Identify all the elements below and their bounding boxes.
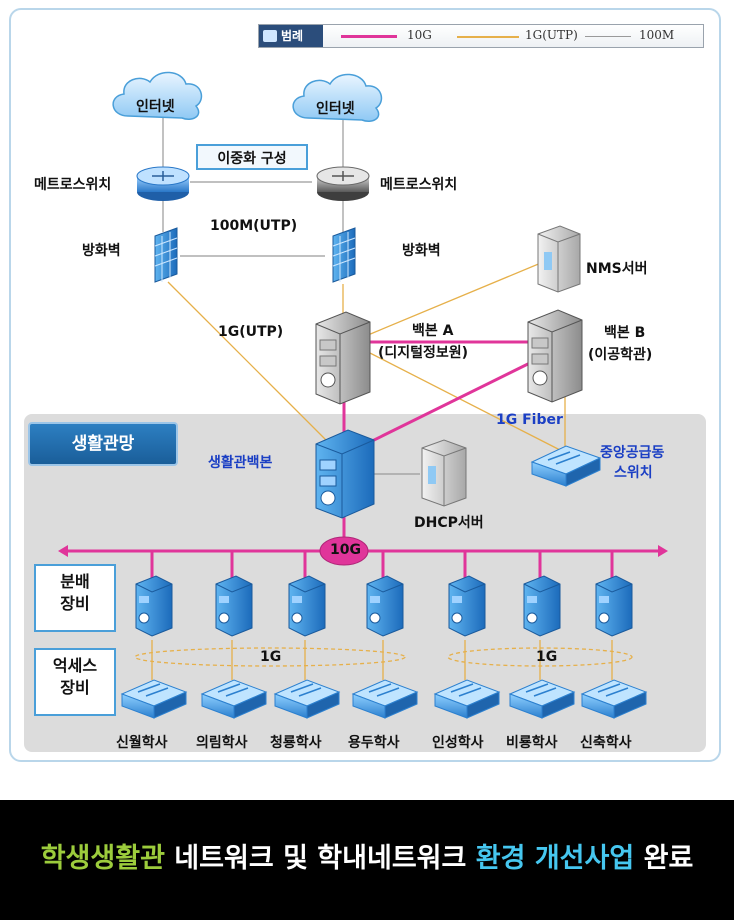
internet-cloud-left <box>112 71 203 120</box>
internet-left-label: 인터넷 <box>136 99 175 115</box>
dorm-label-1: 신월학사 <box>116 735 168 751</box>
links-100m <box>162 110 420 475</box>
banner-part-3: 환경 개선사업 <box>475 843 635 874</box>
internet-right-label: 인터넷 <box>316 101 355 117</box>
legend-icon <box>263 30 277 42</box>
campus-backbone-label: 생활관백본 <box>208 455 273 471</box>
banner-caption: 학생생활관 네트워크 및 학내네트워크 환경 개선사업 완료 <box>0 836 734 875</box>
access-switch-6 <box>508 679 576 719</box>
bus-left-arrow <box>58 545 68 557</box>
distribution-device-1 <box>135 575 173 637</box>
metro-switch-left-label: 메트로스위치 <box>34 177 112 193</box>
metro-switch-left-icon <box>136 166 190 201</box>
backbone-a-sublabel: (디지털정보원) <box>378 345 469 361</box>
access-switch-2 <box>200 679 268 719</box>
dhcp-server-icon <box>421 439 467 507</box>
firewall-left-label: 방화벽 <box>82 243 121 259</box>
distribution-device-7 <box>595 575 633 637</box>
access-switch-7 <box>580 679 648 719</box>
distribution-devices <box>135 575 633 637</box>
banner-part-1: 학생생활관 <box>40 843 165 874</box>
access-switch-4 <box>351 679 419 719</box>
access-switch-5 <box>433 679 501 719</box>
nms-server-label: NMS서버 <box>586 261 648 277</box>
bottom-banner <box>0 800 734 920</box>
banner-part-4: 완료 <box>634 843 694 874</box>
metro-switch-right-label: 메트로스위치 <box>380 177 458 193</box>
distribution-label-line1: 분배 <box>60 572 90 591</box>
legend: 범례 10G 1G(UTP) 100M <box>258 24 704 48</box>
legend-line-1g <box>457 36 519 38</box>
central-switch-label: 중앙공급동 <box>600 445 665 461</box>
campus-network-title: 생활관망 <box>28 422 178 466</box>
distribution-label-line2: 장비 <box>60 594 90 613</box>
campus-backbone-icon <box>315 429 375 519</box>
internet-cloud-right <box>292 73 383 122</box>
link-100m-label: 100M(UTP) <box>210 218 298 234</box>
backbone-b-sublabel: (이공학관) <box>588 347 653 363</box>
network-diagram <box>24 71 706 752</box>
access-label-line1: 억세스 <box>52 656 98 675</box>
backbone-a-icon <box>315 311 371 405</box>
dorm-label-5: 인성학사 <box>432 735 484 751</box>
distribution-device-2 <box>215 575 253 637</box>
campus-network-area <box>24 414 706 752</box>
legend-label-10g: 10G <box>407 28 432 42</box>
backbone-b-label: 백본 B <box>604 325 646 341</box>
firewall-left-icon <box>154 227 178 283</box>
firewall-right-icon <box>332 227 356 283</box>
central-switch-sublabel: 스위치 <box>614 465 653 481</box>
legend-line-10g <box>341 35 397 38</box>
access-switches <box>120 679 648 719</box>
dorm-label-7: 신축학사 <box>580 735 632 751</box>
legend-label-1g: 1G(UTP) <box>525 28 578 42</box>
links-1g-utp <box>134 259 633 680</box>
dhcp-server-label: DHCP서버 <box>414 515 484 531</box>
nms-server-icon <box>537 225 581 293</box>
backbone-b-icon <box>527 309 583 403</box>
ring-1g-left-label: 1G <box>260 649 282 665</box>
backbone-a-label: 백본 A <box>412 323 454 339</box>
access-switch-1 <box>120 679 188 719</box>
distribution-device-3 <box>288 575 326 637</box>
distribution-device-4 <box>366 575 404 637</box>
central-switch-icon <box>530 445 602 487</box>
firewall-right-label: 방화벽 <box>402 243 441 259</box>
fiber-label: 1G Fiber <box>496 412 563 428</box>
legend-line-100m <box>585 36 631 37</box>
bus-10g-label: 10G <box>330 542 361 558</box>
dorm-label-3: 청룡학사 <box>270 735 322 751</box>
metro-switch-right-icon <box>316 166 370 201</box>
access-switch-3 <box>273 679 341 719</box>
access-label-line2: 장비 <box>60 678 90 697</box>
link-1g-utp-label: 1G(UTP) <box>218 324 284 340</box>
access-box: 억세스 장비 <box>34 648 116 716</box>
banner-part-2: 네트워크 및 학내네트워크 <box>164 843 476 874</box>
dorm-label-6: 비룡학사 <box>506 735 558 751</box>
distribution-device-5 <box>448 575 486 637</box>
legend-label-100m: 100M <box>639 28 675 42</box>
legend-title: 범례 <box>259 25 323 47</box>
ring-1g-right-label: 1G <box>536 649 558 665</box>
bus-10g-node <box>319 536 369 566</box>
distribution-device-6 <box>523 575 561 637</box>
dual-config-box: 이중화 구성 <box>196 144 308 170</box>
distribution-box: 분배 장비 <box>34 564 116 632</box>
dorm-label-4: 용두학사 <box>348 735 400 751</box>
bus-right-arrow <box>658 545 668 557</box>
dorm-label-2: 의림학사 <box>196 735 248 751</box>
